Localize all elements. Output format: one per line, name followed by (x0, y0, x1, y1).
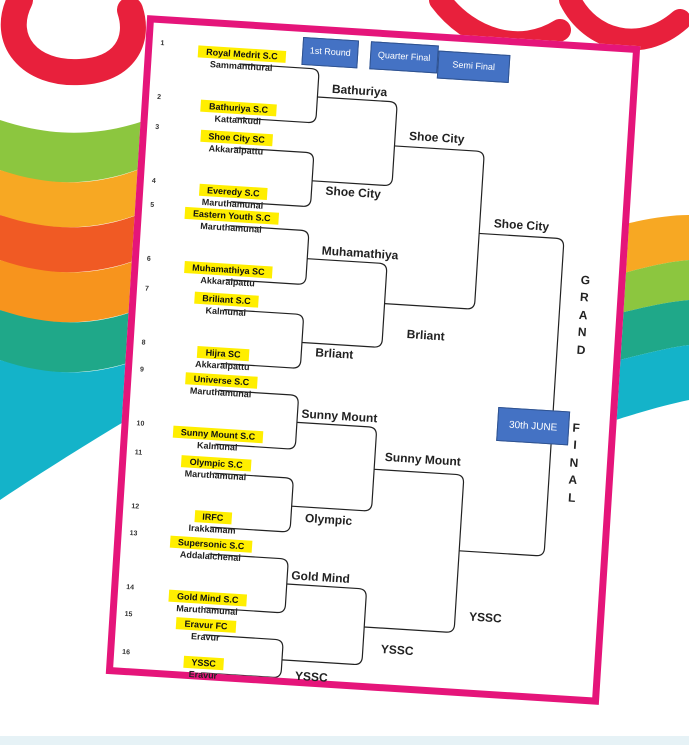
round1-winner-4: Brliant (314, 345, 354, 362)
team-name: Eravur FC (176, 617, 236, 633)
quarter-winner-2: Brliant (406, 327, 446, 344)
round1-winner-6: Olympic (304, 511, 353, 528)
team-name: IRFC (193, 510, 232, 525)
quarter-winner-4: YSSC (380, 642, 414, 659)
team-name: Bathuriya S.C (200, 99, 277, 117)
final-date-box: 30th JUNE (496, 406, 571, 446)
bracket-lines (200, 63, 565, 678)
team-name: YSSC (183, 655, 225, 671)
team-name: Briliant S.C (193, 291, 260, 308)
round1-winner-8: YSSC (294, 668, 329, 685)
semi-winner-2: YSSC (468, 609, 503, 626)
